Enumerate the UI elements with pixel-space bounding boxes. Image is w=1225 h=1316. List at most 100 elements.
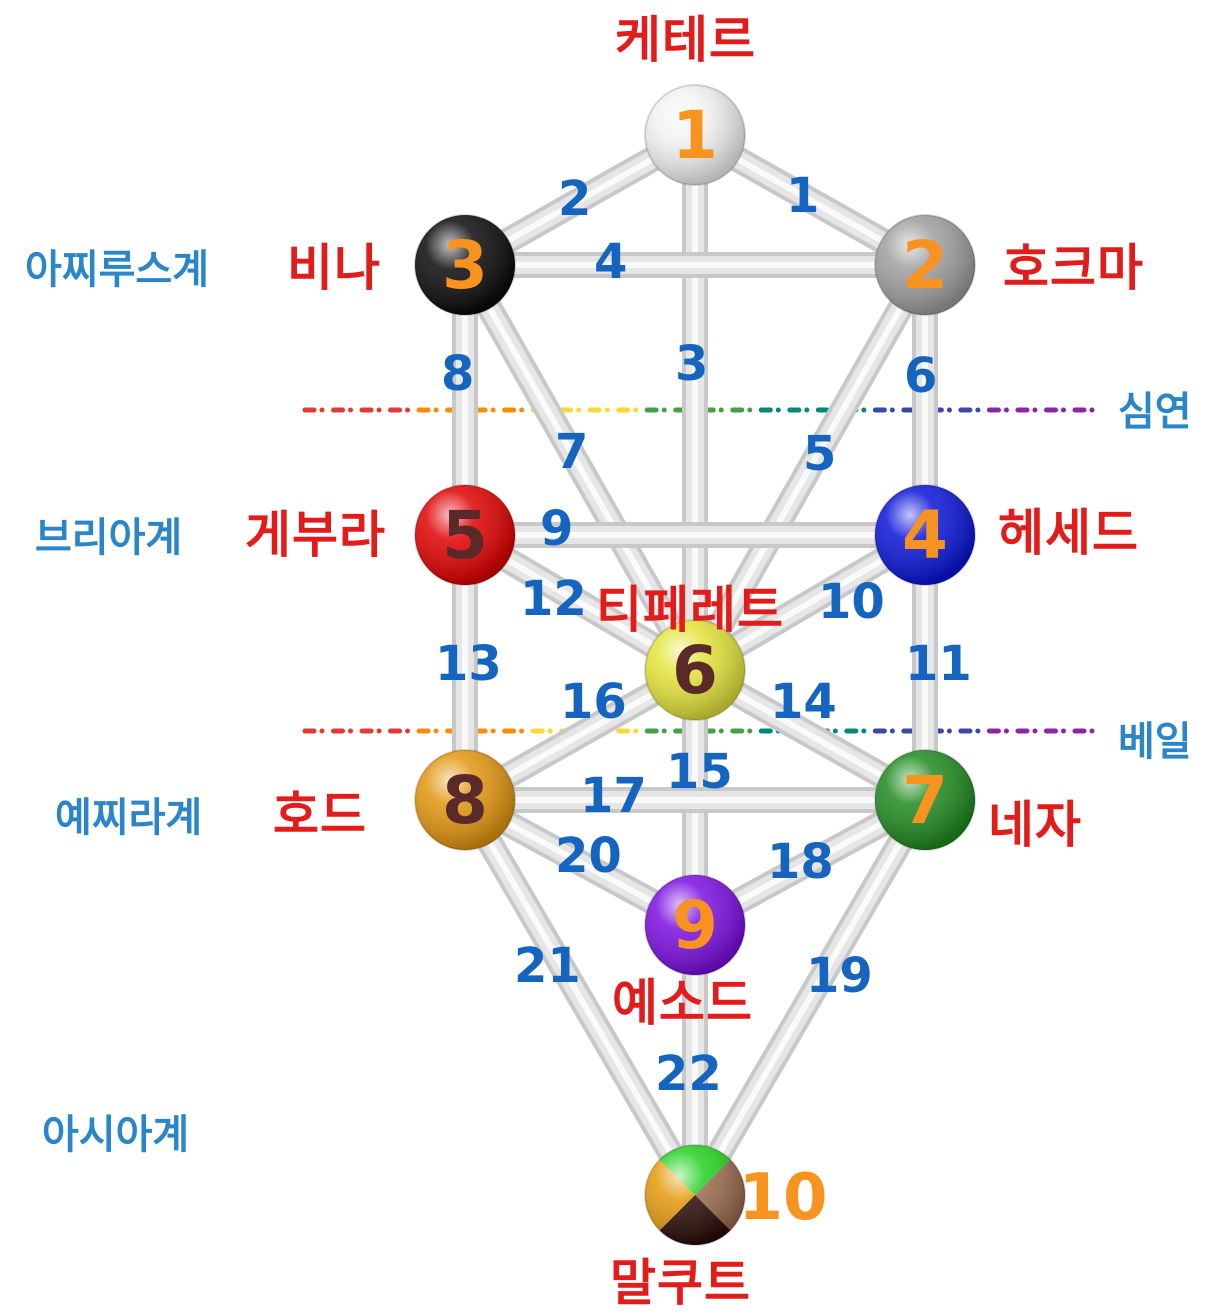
path-number-16: 16 (560, 678, 627, 726)
path-number-17: 17 (580, 772, 647, 820)
veil-dot (1090, 408, 1095, 413)
sephira-8: 8 (415, 750, 515, 850)
sephira-name-3: 비나 (287, 243, 381, 293)
path-number-14: 14 (770, 678, 837, 726)
sephira-name-7: 네자 (988, 800, 1082, 850)
path-number-4: 4 (594, 238, 627, 286)
veil-dot (747, 408, 752, 413)
veil-dot (605, 408, 610, 413)
sephira-name-4: 헤세드 (998, 508, 1139, 558)
sephira-1: 1 (645, 85, 745, 185)
veil-dot (947, 729, 952, 734)
veil-dot (890, 408, 895, 413)
veil-dot (405, 408, 410, 413)
veil-dot (719, 408, 724, 413)
sephira-name-5: 게부라 (245, 510, 386, 560)
path-number-22: 22 (655, 1050, 722, 1098)
path-number-20: 20 (555, 832, 622, 880)
veil-dot (320, 729, 325, 734)
sephira-2: 2 (875, 215, 975, 315)
sephira-4: 4 (875, 485, 975, 585)
veil-dot (861, 408, 866, 413)
veil-dot (719, 729, 724, 734)
sephira-name-10: 말쿠트 (610, 1258, 751, 1308)
world-label-assiah: 아시아계 (42, 1115, 189, 1155)
veil-dot (434, 729, 439, 734)
veil-dot (405, 729, 410, 734)
veil-dot (633, 729, 638, 734)
veil-dot (548, 729, 553, 734)
world-label-atziluth: 아찌루스계 (25, 250, 209, 290)
sephira-number-8: 8 (442, 762, 488, 839)
path-number-19: 19 (806, 952, 873, 1000)
veil-dot (348, 729, 353, 734)
veil-dot (662, 729, 667, 734)
sephira-number-3: 3 (442, 227, 488, 304)
path-number-18: 18 (767, 838, 834, 886)
veil-dot (633, 408, 638, 413)
veil-dot (776, 408, 781, 413)
sephira-number-5: 5 (442, 497, 488, 574)
sephira-number-7: 7 (902, 762, 948, 839)
path-number-2: 2 (558, 175, 591, 223)
veil-dot (519, 408, 524, 413)
path-number-9: 9 (540, 505, 573, 553)
veil-dot (377, 729, 382, 734)
veil-dot (1032, 729, 1037, 734)
sephira-name-1: 케테르 (615, 15, 756, 65)
sephira-number-6: 6 (672, 632, 718, 709)
veil-dot (491, 729, 496, 734)
sephira-number-9: 9 (672, 887, 718, 964)
veil-dot (975, 408, 980, 413)
veil-dot (662, 408, 667, 413)
world-label-briah: 브리아계 (35, 518, 182, 558)
veil-dot (1061, 729, 1066, 734)
path-number-12: 12 (520, 575, 587, 623)
veil-dot (1032, 408, 1037, 413)
path-number-3: 3 (675, 340, 708, 388)
veil-dot (576, 408, 581, 413)
sephira-5: 5 (415, 485, 515, 585)
sephira-9: 9 (645, 875, 745, 975)
veil-dot (1004, 408, 1009, 413)
veil-dot (377, 408, 382, 413)
path-number-1: 1 (786, 172, 819, 220)
veil-dot (348, 408, 353, 413)
path-number-15: 15 (666, 748, 733, 796)
sephira-name-2: 호크마 (1003, 243, 1144, 293)
veil-dot (890, 729, 895, 734)
veil-label: 베일 (1118, 722, 1192, 762)
path-number-6: 6 (904, 352, 937, 400)
path-number-21: 21 (514, 942, 581, 990)
veil-dot (861, 729, 866, 734)
path-number-13: 13 (435, 640, 502, 688)
sephira-number-10: 10 (738, 1161, 827, 1235)
veil-dot (947, 408, 952, 413)
sephira-number-4: 4 (902, 497, 948, 574)
veil-dot (747, 729, 752, 734)
sephira-name-8: 호드 (273, 790, 367, 840)
veil-dot (1090, 729, 1095, 734)
path-number-7: 7 (555, 428, 588, 476)
veil-dot (975, 729, 980, 734)
path-number-5: 5 (803, 430, 836, 478)
sephira-name-6: 티페레트 (596, 585, 784, 635)
path-number-11: 11 (905, 640, 972, 688)
veil-dot (491, 408, 496, 413)
path-number-10: 10 (818, 578, 885, 626)
world-label-yetzirah: 예찌라계 (55, 798, 202, 838)
path-number-8: 8 (441, 350, 474, 398)
veil-dot (519, 729, 524, 734)
sephira-7: 7 (875, 750, 975, 850)
sephira-number-1: 1 (672, 97, 718, 174)
veil-dot (804, 408, 809, 413)
abyss-label: 심연 (1118, 392, 1192, 432)
veil-dot (320, 408, 325, 413)
veil-dot (434, 408, 439, 413)
sephira-3: 3 (415, 215, 515, 315)
veil-dot (1004, 729, 1009, 734)
sephira-number-2: 2 (902, 227, 948, 304)
sephira-10: 10 (645, 1145, 828, 1245)
veil-dot (1061, 408, 1066, 413)
